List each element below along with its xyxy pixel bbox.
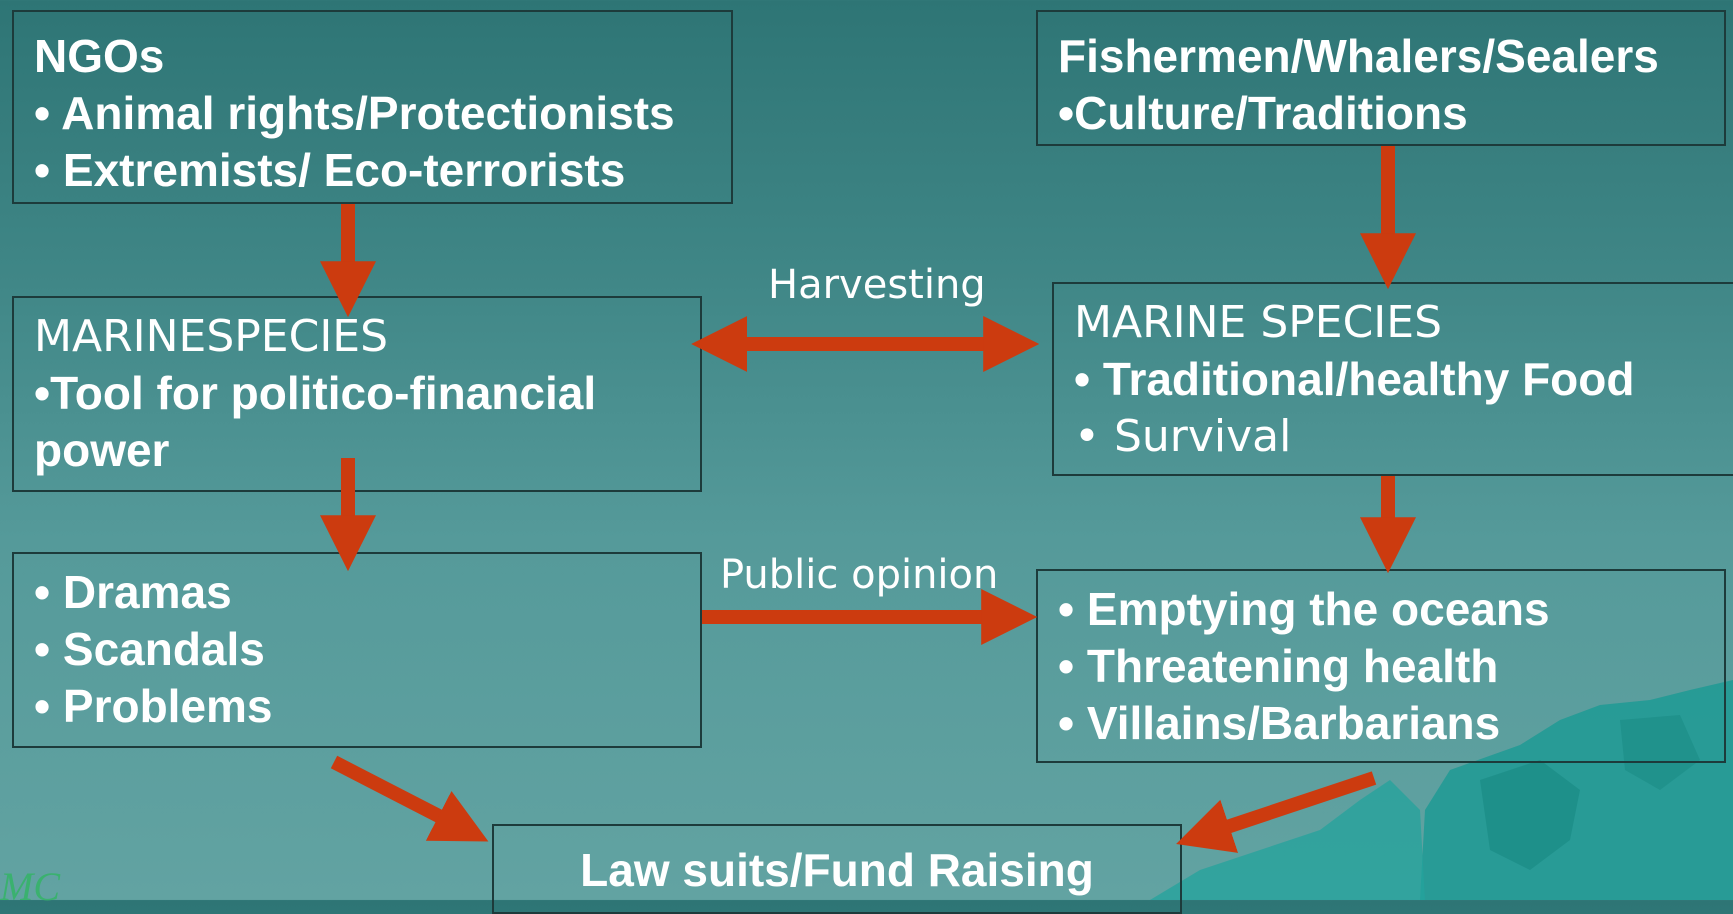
dramas-item-problems: • Problems <box>34 680 273 732</box>
arrow-emptying-to-lawsuits <box>1176 771 1377 853</box>
emptying-item-villains: • Villains/Barbarians <box>1058 697 1501 749</box>
marine-species-left-item-power: power <box>34 424 170 476</box>
marine-species-right-item-food: • Traditional/healthy Food <box>1074 353 1635 405</box>
public-opinion-label: Public opinion <box>720 552 999 598</box>
emptying-item-health: • Threatening health <box>1058 640 1499 692</box>
marine-species-left-title: MARINESPECIES <box>34 311 389 362</box>
marine-species-right-item-survival: • Survival <box>1074 411 1292 462</box>
lawsuits-title: Law suits/Fund Raising <box>580 844 1094 896</box>
harvesting-label: Harvesting <box>768 262 986 308</box>
fishermen-title: Fishermen/Whalers/Sealers <box>1058 30 1659 82</box>
marine-species-left-box: MARINESPECIES •Tool for politico-financi… <box>12 296 702 492</box>
marine-species-left-item-tool: •Tool for politico-financial <box>34 367 597 419</box>
ngos-item-animal-rights: • Animal rights/Protectionists <box>34 87 675 139</box>
dramas-box: • Dramas • Scandals • Problems <box>12 552 702 748</box>
ngos-box: NGOs • Animal rights/Protectionists • Ex… <box>12 10 733 204</box>
dramas-item-scandals: • Scandals <box>34 623 265 675</box>
ngos-title: NGOs <box>34 30 165 82</box>
emptying-box: • Emptying the oceans • Threatening heal… <box>1036 569 1726 763</box>
emptying-item-oceans: • Emptying the oceans <box>1058 583 1550 635</box>
fishermen-box: Fishermen/Whalers/Sealers •Culture/Tradi… <box>1036 10 1726 146</box>
corner-logo: MC <box>0 864 60 909</box>
arrow-dramas-to-lawsuits <box>330 755 489 842</box>
dramas-item-dramas: • Dramas <box>34 566 232 618</box>
ngos-item-extremists: • Extremists/ Eco-terrorists <box>34 144 626 196</box>
fishermen-item-culture: •Culture/Traditions <box>1058 87 1468 139</box>
marine-species-right-box: MARINE SPECIES • Traditional/healthy Foo… <box>1052 282 1733 476</box>
marine-species-right-title: MARINE SPECIES <box>1074 297 1443 348</box>
